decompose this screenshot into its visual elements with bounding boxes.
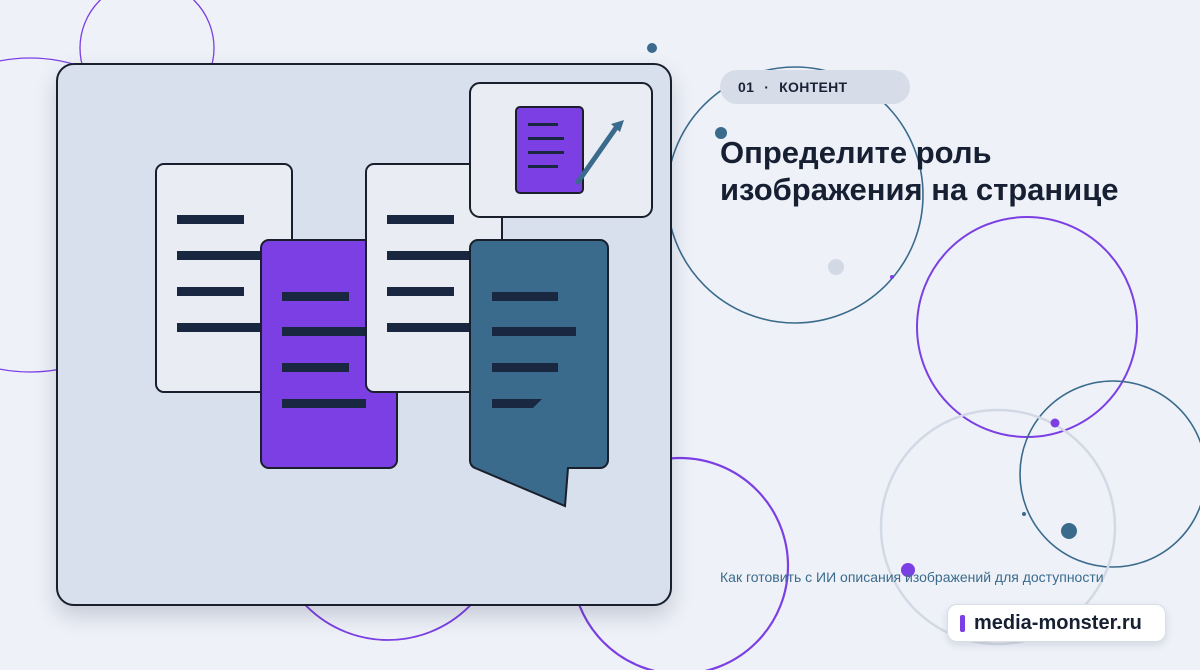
pencil-icon — [575, 120, 624, 185]
deco-dot — [1061, 523, 1077, 539]
page-title: Определите роль изображения на странице — [720, 134, 1160, 208]
deco-dot — [828, 259, 844, 275]
deco-dot — [890, 275, 894, 279]
deco-circle — [916, 216, 1138, 438]
section-number: 01 — [738, 79, 755, 95]
illustration — [155, 82, 653, 508]
deco-dot — [715, 127, 727, 139]
section-separator: · — [764, 79, 770, 95]
document-icon — [155, 163, 293, 393]
section-label: КОНТЕНТ — [779, 79, 848, 95]
title-line-2: изображения на странице — [720, 172, 1119, 207]
brand-link[interactable]: media-monster.ru — [974, 611, 1142, 634]
title-line-1: Определите роль — [720, 135, 992, 170]
brand-accent-bar — [960, 614, 965, 632]
deco-dot — [1050, 418, 1060, 428]
deco-circle — [879, 408, 1117, 646]
deco-dot — [647, 43, 657, 53]
document-icon — [515, 106, 584, 194]
section-tag: 01 · КОНТЕНТ — [720, 70, 910, 104]
deco-dot — [901, 563, 915, 577]
subtitle: Как готовить с ИИ описания изображений д… — [720, 569, 1104, 585]
speech-bubble-icon — [469, 239, 609, 508]
deco-dot — [1022, 512, 1026, 516]
brand-badge[interactable]: media-monster.ru — [947, 604, 1166, 642]
edit-panel — [469, 82, 653, 218]
deco-circle — [1019, 380, 1200, 568]
